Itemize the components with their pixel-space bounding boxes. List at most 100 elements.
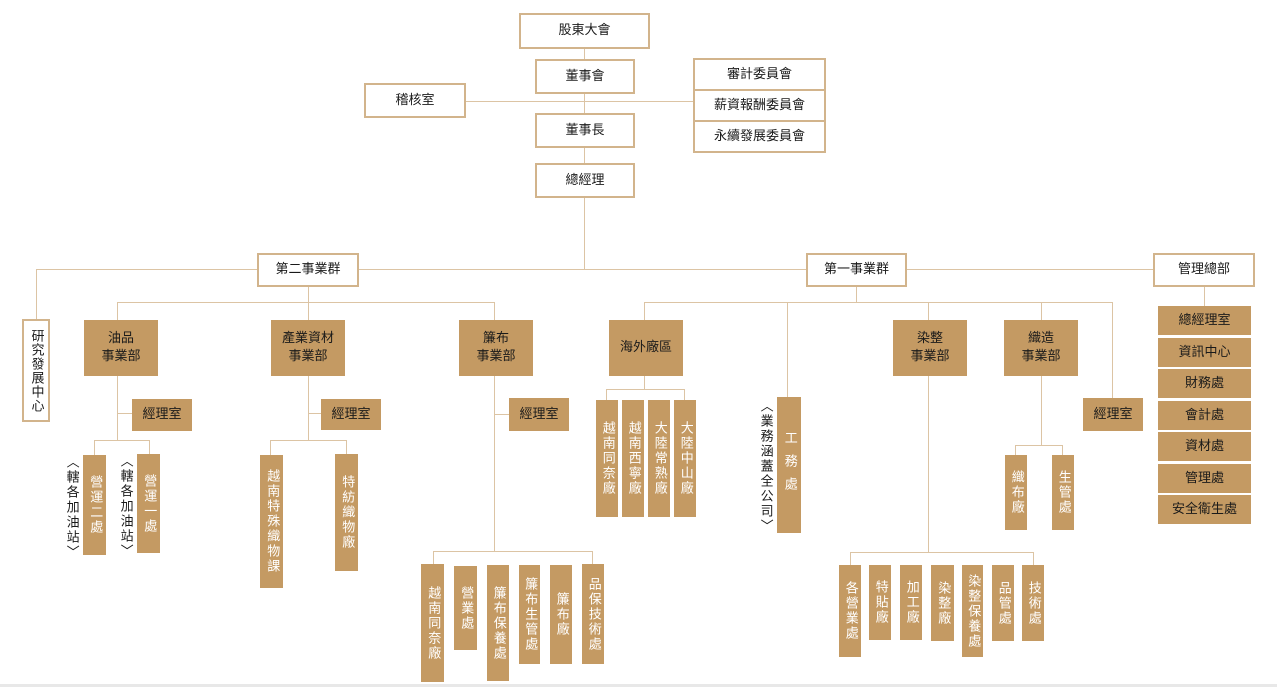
committees-stack: 審計委員會 薪資報酬委員會 永續發展委員會 [693, 58, 826, 153]
connector-line [117, 302, 494, 303]
industrial-materials-division[interactable]: 產業資材 事業部 [271, 320, 345, 376]
connector-line [644, 302, 645, 320]
connector-line [36, 269, 37, 319]
overseas-plant[interactable]: 越南西寧廠 [622, 400, 644, 517]
connector-line [1112, 302, 1113, 398]
overseas-plant[interactable]: 大陸常熟廠 [648, 400, 670, 517]
oil-unit[interactable]: 營運二處 [83, 455, 106, 555]
dyeing-unit-label: 染整廠 [935, 580, 951, 626]
committee-label: 審計委員會 [726, 66, 792, 82]
management-unit[interactable]: 總經理室 [1158, 306, 1251, 335]
connector-line [117, 302, 118, 320]
industrial-unit[interactable]: 越南特殊織物課 [260, 455, 283, 588]
president[interactable]: 總經理 [535, 163, 635, 198]
management-unit[interactable]: 資材處 [1158, 432, 1251, 461]
audit-office[interactable]: 稽核室 [364, 83, 466, 118]
connector-line [433, 551, 434, 565]
dyeing-unit[interactable]: 技術處 [1022, 565, 1044, 641]
group1-manager-office-label: 經理室 [1093, 406, 1133, 422]
dyeing-unit[interactable]: 染整保養處 [962, 565, 983, 657]
management-hq[interactable]: 管理總部 [1153, 253, 1255, 287]
chairman[interactable]: 董事長 [535, 113, 635, 148]
connector-line [117, 413, 132, 414]
connector-line [1015, 445, 1063, 446]
connector-line [270, 440, 271, 455]
connector-line [1062, 445, 1063, 455]
connector-line [606, 389, 607, 400]
connector-line [94, 440, 95, 455]
oil-unit-note: ︿轄各加油站﹀ [117, 454, 133, 559]
rd-center-label: 研究發展中心 [28, 328, 44, 413]
weaving-unit[interactable]: 生管處 [1052, 455, 1074, 530]
dyeing-unit[interactable]: 特貼廠 [869, 565, 891, 640]
management-unit[interactable]: 會計處 [1158, 401, 1251, 430]
business-group-2[interactable]: 第二事業群 [257, 253, 359, 287]
dyeing-unit[interactable]: 品管處 [992, 565, 1014, 641]
connector-line [117, 375, 118, 440]
management-unit-label: 財務處 [1184, 375, 1224, 391]
management-unit[interactable]: 資訊中心 [1158, 338, 1251, 367]
management-label: 管理總部 [1177, 262, 1230, 278]
connector-line [494, 302, 495, 320]
board-label: 董事會 [565, 68, 605, 84]
curtain-unit[interactable]: 越南同奈廠 [421, 564, 444, 682]
engineering-dept[interactable]: 工務處 [777, 397, 801, 533]
dyeing-unit-label: 各營業處 [842, 581, 858, 641]
oil-manager-office[interactable]: 經理室 [132, 399, 192, 431]
overseas-plant[interactable]: 大陸中山廠 [674, 400, 696, 517]
weaving-division[interactable]: 織造 事業部 [1004, 320, 1078, 376]
management-unit[interactable]: 安全衛生處 [1158, 495, 1251, 524]
curtain-unit[interactable]: 品保技術處 [582, 564, 604, 664]
overseas-plants-label: 海外廠區 [619, 340, 672, 356]
dyeing-unit[interactable]: 各營業處 [839, 565, 861, 657]
rd-center[interactable]: 研究發展中心 [22, 319, 50, 422]
connector-line [787, 302, 788, 397]
dyeing-unit[interactable]: 染整廠 [931, 565, 954, 641]
oil-unit[interactable]: 營運一處 [137, 454, 160, 553]
connector-line [308, 375, 309, 440]
industrial-division-label: 產業資材 事業部 [281, 331, 334, 364]
overseas-plant-label: 越南西寧廠 [625, 421, 641, 496]
overseas-plant-label: 大陸中山廠 [677, 421, 693, 496]
committee-label: 永續發展委員會 [713, 128, 805, 144]
oil-division[interactable]: 油品 事業部 [84, 320, 158, 376]
dyeing-unit-label: 品管處 [995, 580, 1011, 626]
curtain-division[interactable]: 簾布 事業部 [459, 320, 533, 376]
oil-unit-label: 營運一處 [141, 473, 157, 534]
connector-line [1041, 302, 1042, 320]
industrial-unit-label: 特紡織物廠 [339, 475, 355, 550]
curtain-unit[interactable]: 簾布生管處 [519, 565, 540, 664]
weaving-unit[interactable]: 織布廠 [1005, 455, 1027, 530]
overseas-plant-label: 大陸常熟廠 [651, 421, 667, 496]
management-unit[interactable]: 管理處 [1158, 464, 1251, 493]
industrial-manager-office[interactable]: 經理室 [321, 399, 381, 430]
group1-manager-office[interactable]: 經理室 [1083, 398, 1143, 431]
connector-line [36, 269, 1156, 270]
curtain-unit[interactable]: 營業處 [454, 566, 477, 650]
committee-item[interactable]: 審計委員會 [693, 58, 826, 91]
overseas-plants[interactable]: 海外廠區 [609, 320, 683, 376]
shareholders-meeting[interactable]: 股東大會 [519, 13, 650, 49]
board-of-directors[interactable]: 董事會 [535, 59, 635, 94]
curtain-unit[interactable]: 簾布廠 [550, 565, 572, 664]
connector-line [850, 552, 1033, 553]
overseas-plant[interactable]: 越南同奈廠 [596, 400, 618, 517]
industrial-manager-office-label: 經理室 [331, 406, 371, 422]
industrial-unit[interactable]: 特紡織物廠 [335, 454, 358, 571]
connector-line [592, 551, 593, 565]
connector-line [928, 375, 929, 552]
curtain-manager-office[interactable]: 經理室 [509, 398, 569, 431]
dyeing-unit[interactable]: 加工廠 [900, 565, 922, 640]
dyeing-division[interactable]: 染整 事業部 [893, 320, 967, 376]
curtain-unit[interactable]: 簾布保養處 [487, 565, 509, 681]
weaving-unit-label: 織布廠 [1008, 470, 1024, 515]
committee-item[interactable]: 永續發展委員會 [693, 120, 826, 153]
committee-item[interactable]: 薪資報酬委員會 [693, 89, 826, 122]
business-group-1[interactable]: 第一事業群 [806, 253, 907, 287]
shareholders-label: 股東大會 [558, 23, 611, 39]
connector-line [856, 285, 857, 302]
connector-line [644, 375, 645, 389]
connector-line [584, 47, 585, 269]
management-unit[interactable]: 財務處 [1158, 369, 1251, 398]
